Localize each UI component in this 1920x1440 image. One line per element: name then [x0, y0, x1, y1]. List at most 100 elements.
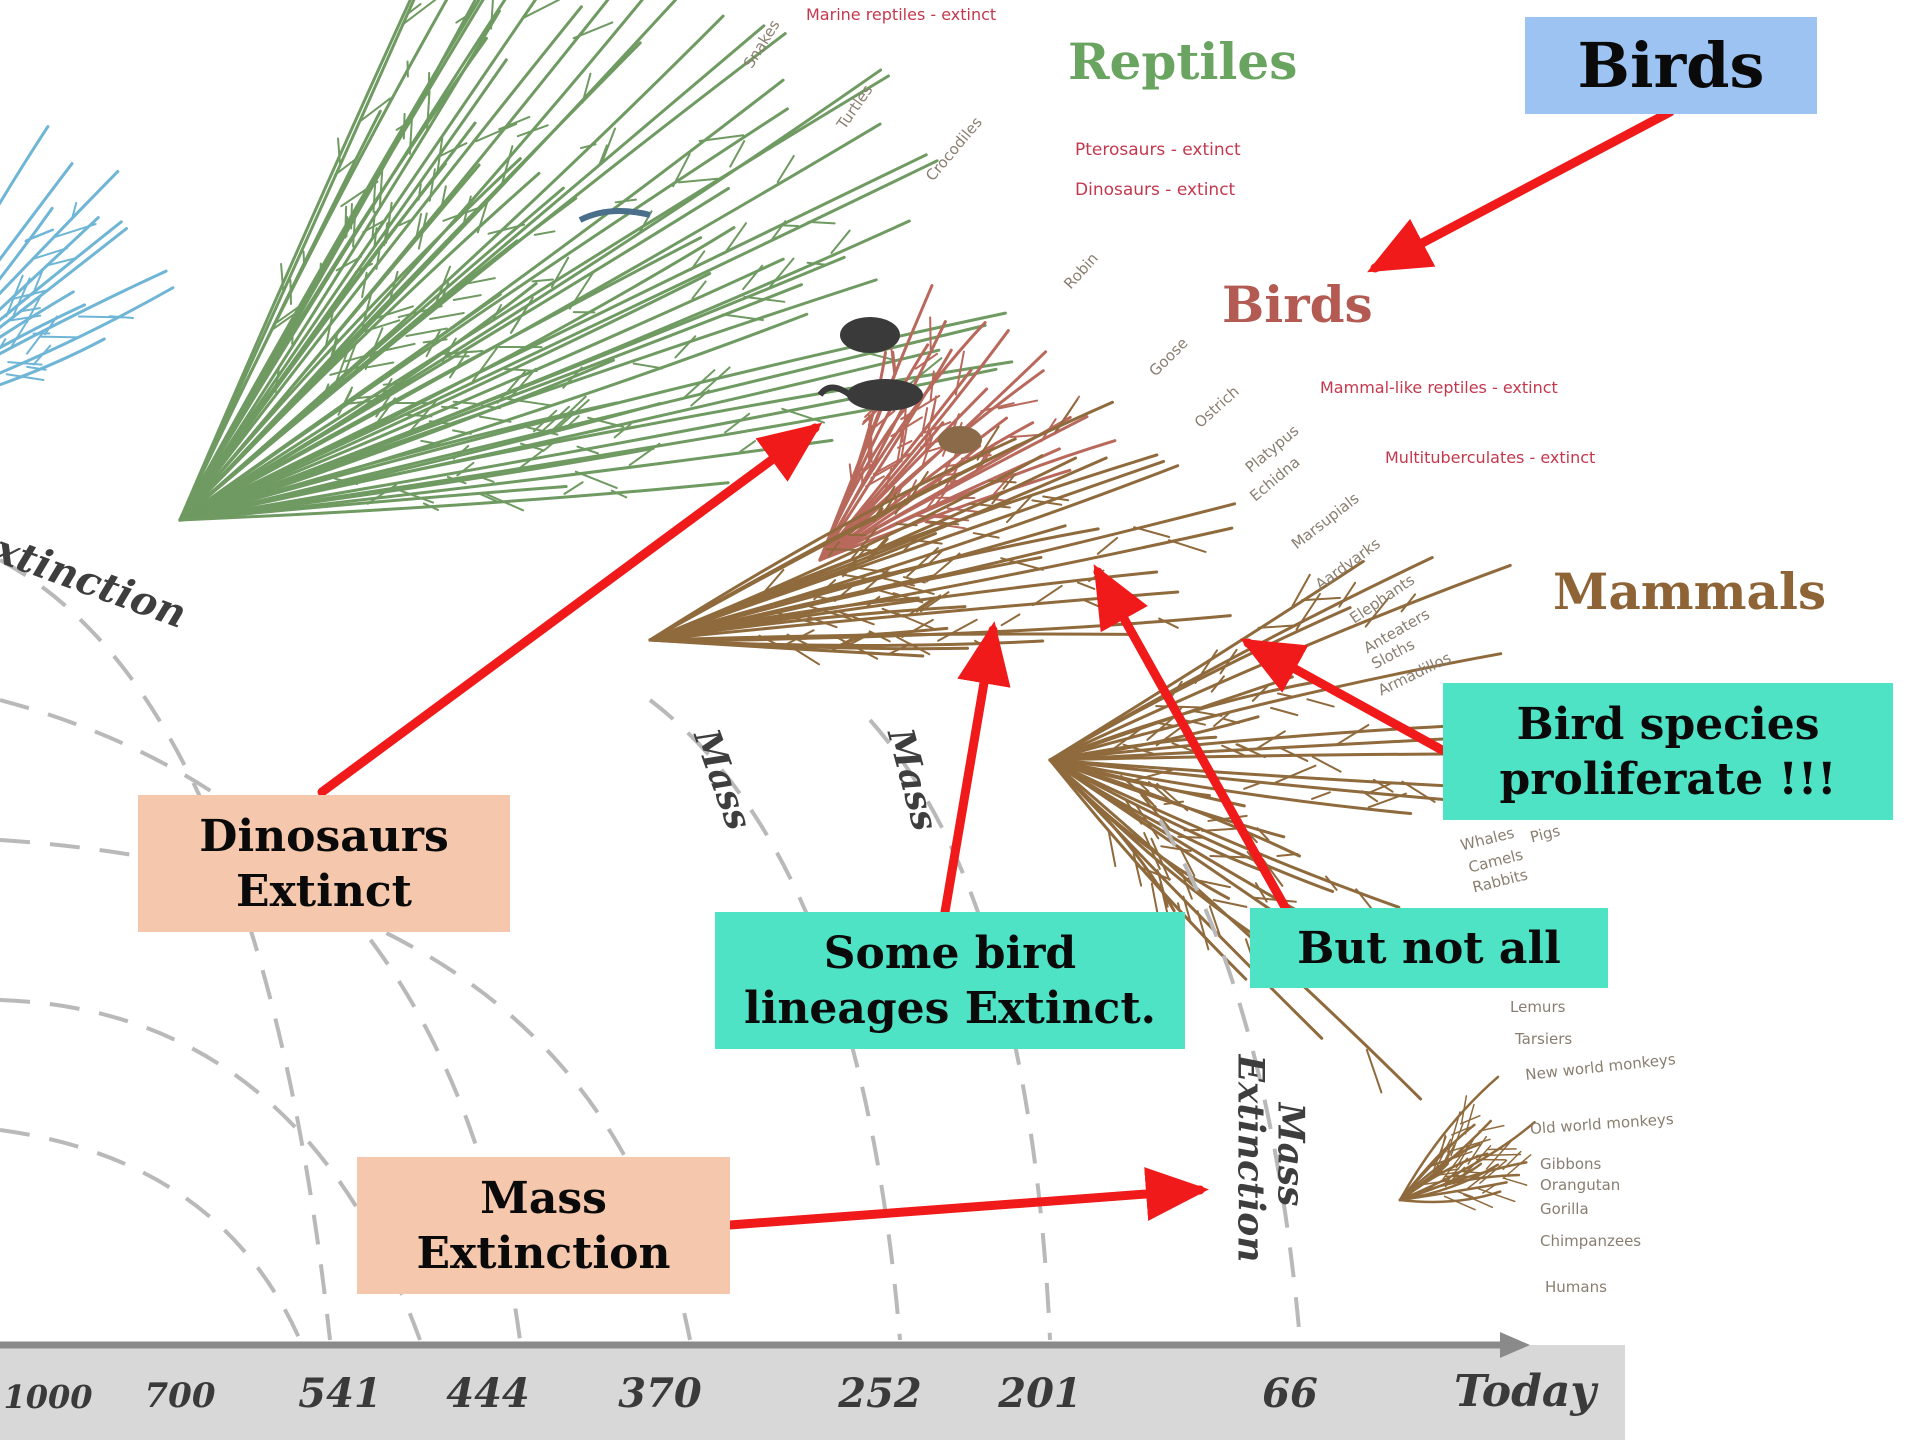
reptileBranches-twig: [564, 482, 582, 494]
mammalBranches-twig: [1271, 708, 1297, 715]
mammalBranches-twig: [1202, 828, 1238, 830]
timeline-label-700: 700: [145, 1376, 216, 1416]
mammalBranches-twig: [1487, 1149, 1516, 1150]
reptileBranches-twig: [782, 225, 798, 226]
reptileBranches-twig: [368, 363, 393, 368]
reptileBranches-twig: [442, 407, 457, 408]
mass-extinction-near-66-line1: Mass: [1270, 1055, 1310, 1255]
timeline-label-66: 66: [1262, 1370, 1318, 1417]
callout-some-bird-lineages-line1: Some bird: [824, 926, 1076, 981]
callout-but-not-all-text: But not all: [1297, 921, 1561, 976]
reptileBranches-twig: [808, 222, 834, 224]
mammalBranches-twig: [1078, 583, 1095, 589]
reptileBranches-twig: [535, 231, 555, 235]
reptileBranches-twig: [616, 200, 636, 203]
mass-extinction-near-66: Mass Extinction: [1230, 1055, 1309, 1255]
reptileBranches-twig: [346, 217, 347, 236]
callout-but-not-all: But not all: [1250, 908, 1608, 988]
timeline-label-201: 201: [998, 1370, 1082, 1417]
mammalBranches-twig: [1312, 792, 1330, 799]
taxon-gibbons: Gibbons: [1540, 1155, 1601, 1173]
fishBranches-stroke: [0, 271, 166, 420]
extinction-arc-5: [0, 1130, 300, 1340]
reptileBranches-twig: [518, 125, 548, 136]
marine-reptiles-extinct-label: Marine reptiles - extinct: [806, 5, 996, 24]
mammalBranches-twig: [938, 620, 977, 641]
arrow-birds: [1375, 112, 1670, 268]
callout-some-bird-lineages: Some bird lineages Extinct.: [715, 912, 1185, 1049]
reptileBranches-twig: [430, 313, 464, 319]
fishBranches-twig: [40, 337, 79, 338]
arrow-some-bird-lineages: [945, 630, 993, 912]
arrow-mass-extinction: [730, 1190, 1200, 1225]
reptileBranches-twig: [404, 114, 405, 139]
callout-dinosaurs-extinct-line1: Dinosaurs: [199, 809, 448, 864]
reptileBranches-twig: [574, 22, 613, 38]
fishBranches-twig: [34, 346, 51, 365]
reptileBranches-twig: [691, 390, 708, 405]
timeline-label-444: 444: [446, 1370, 530, 1417]
group-title-reptiles: Reptiles: [1068, 32, 1297, 91]
callout-dinosaurs-extinct-line2: Extinct: [236, 864, 412, 919]
reptileBranches-twig: [532, 279, 552, 281]
mass-extinction-near-66-line2: Extinction: [1230, 1055, 1270, 1255]
mammalBranches-twig: [1214, 900, 1247, 907]
fishBranches-twig: [26, 230, 53, 241]
mammalBranches-twig: [1244, 783, 1259, 788]
timeline-label-252: 252: [838, 1370, 922, 1417]
mammalBranches-twig: [1276, 766, 1316, 783]
mammalBranches-twig: [1002, 614, 1020, 625]
reptile-branches: [180, 0, 1012, 520]
callout-mass-extinction-line1: Mass: [480, 1171, 607, 1226]
mammalBranches-twig: [1336, 725, 1368, 745]
mammalBranches-twig: [897, 524, 917, 525]
reptileBranches-twig: [449, 356, 468, 357]
pterosaurs-extinct-label: Pterosaurs - extinct: [1075, 140, 1241, 160]
mammalBranches-twig: [1313, 757, 1341, 772]
callout-bird-species-proliferate: Bird species proliferate !!!: [1443, 683, 1893, 820]
mammal-branches: [650, 399, 1563, 1209]
reptileBranches-twig: [679, 179, 718, 183]
timeline-label-541: 541: [298, 1370, 382, 1417]
mammal-like-reptiles-extinct-label: Mammal-like reptiles - extinct: [1320, 378, 1558, 397]
mammalBranches-twig: [1085, 600, 1108, 610]
fishBranches-stroke: [0, 171, 118, 420]
reptileBranches-twig: [290, 280, 291, 304]
taxon-tarsiers: Tarsiers: [1515, 1030, 1572, 1048]
group-title-mammals: Mammals: [1553, 562, 1826, 621]
callout-birds-text: Birds: [1578, 27, 1765, 105]
callout-bird-species-proliferate-line1: Bird species: [1517, 697, 1820, 752]
taxon-lemurs: Lemurs: [1510, 998, 1565, 1016]
birdBranches-twig: [930, 317, 931, 349]
callout-birds: Birds: [1525, 17, 1817, 114]
dinosaurs-extinct-label: Dinosaurs - extinct: [1075, 180, 1235, 200]
mammalBranches-twig: [1367, 1050, 1382, 1093]
mammalBranches-twig: [1455, 1191, 1472, 1197]
extinction-arc-1: [0, 560, 330, 1340]
taxon-orangutan: Orangutan: [1540, 1176, 1620, 1194]
reptileBranches-twig: [351, 204, 352, 228]
timeline-label-1000: 1000: [3, 1378, 92, 1416]
mammalBranches-twig: [1098, 538, 1117, 554]
mammalBranches-twig: [1169, 540, 1206, 552]
taxon-humans: Humans: [1545, 1278, 1607, 1296]
callout-mass-extinction: Mass Extinction: [357, 1157, 730, 1294]
reptileBranches-twig: [576, 472, 617, 488]
mammalBranches-twig: [1212, 676, 1224, 691]
mammalBranches-twig: [1178, 837, 1202, 838]
taxon-gorilla: Gorilla: [1540, 1200, 1589, 1218]
multituberculates-extinct-label: Multituberculates - extinct: [1385, 448, 1595, 467]
callout-dinosaurs-extinct: Dinosaurs Extinct: [138, 795, 510, 932]
taxon-chimpanzees: Chimpanzees: [1540, 1232, 1641, 1250]
callout-bird-species-proliferate-line2: proliferate !!!: [1500, 752, 1837, 807]
mammalBranches-twig: [1134, 527, 1169, 537]
reptileBranches-twig: [454, 295, 481, 300]
callout-mass-extinction-line2: Extinction: [417, 1226, 671, 1281]
fish-branches: [0, 122, 173, 420]
mammalBranches-twig: [1277, 854, 1297, 856]
group-title-birds: Birds: [1222, 275, 1373, 334]
timeline-label-today: Today: [1454, 1366, 1596, 1417]
timeline-band: [0, 1345, 1625, 1440]
mammalBranches-twig: [1307, 699, 1333, 706]
callout-arrows: [322, 112, 1670, 1225]
